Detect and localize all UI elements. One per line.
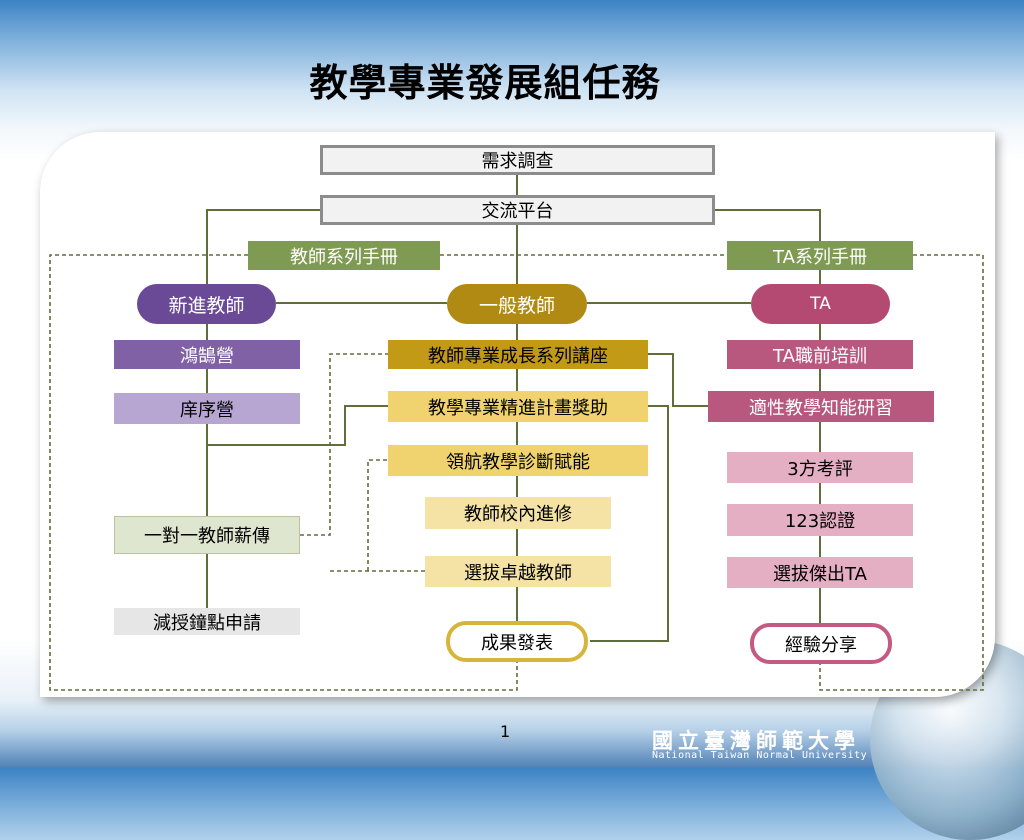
lecture-series-box: 教師專業成長系列講座 (388, 340, 648, 369)
exchange-platform-box: 交流平台 (320, 195, 715, 225)
excellent-teacher-box: 選拔卓越教師 (425, 556, 611, 587)
university-name-en: National Taiwan Normal University (652, 750, 868, 761)
hong-hu-camp-box: 鴻鵠營 (114, 340, 300, 369)
ta-handbook-box: TA系列手冊 (727, 241, 913, 270)
experience-sharing-box: 經驗分享 (750, 623, 892, 664)
slide-title: 教學專業發展組任務 (309, 60, 661, 105)
university-name-zh: 國立臺灣師範大學 (652, 728, 860, 753)
mentoring-box: 一對一教師薪傳 (114, 516, 300, 554)
page-number: 1 (500, 722, 511, 741)
needs-survey-box: 需求調查 (320, 145, 715, 175)
xiang-xu-camp-box: 庠序營 (114, 393, 300, 424)
outstanding-ta-box: 選拔傑出TA (727, 557, 913, 588)
teacher-handbook-box: 教師系列手冊 (248, 241, 440, 270)
three-party-eval-box: 3方考評 (727, 452, 913, 483)
ta-pill: TA (751, 284, 890, 324)
in-school-study-box: 教師校內進修 (425, 497, 611, 529)
outcome-presentation-box: 成果發表 (446, 621, 588, 662)
general-teacher-pill: 一般教師 (447, 284, 587, 324)
adaptive-teaching-box: 適性教學知能研習 (708, 391, 934, 422)
certification-box: 123認證 (727, 504, 913, 536)
new-teacher-pill: 新進教師 (137, 284, 276, 324)
teaching-diagnosis-box: 領航教學診斷賦能 (388, 445, 648, 476)
teaching-grant-box: 教學專業精進計畫獎助 (388, 391, 648, 422)
ta-pre-training-box: TA職前培訓 (727, 340, 913, 369)
reduced-hours-box: 減授鐘點申請 (114, 608, 300, 635)
